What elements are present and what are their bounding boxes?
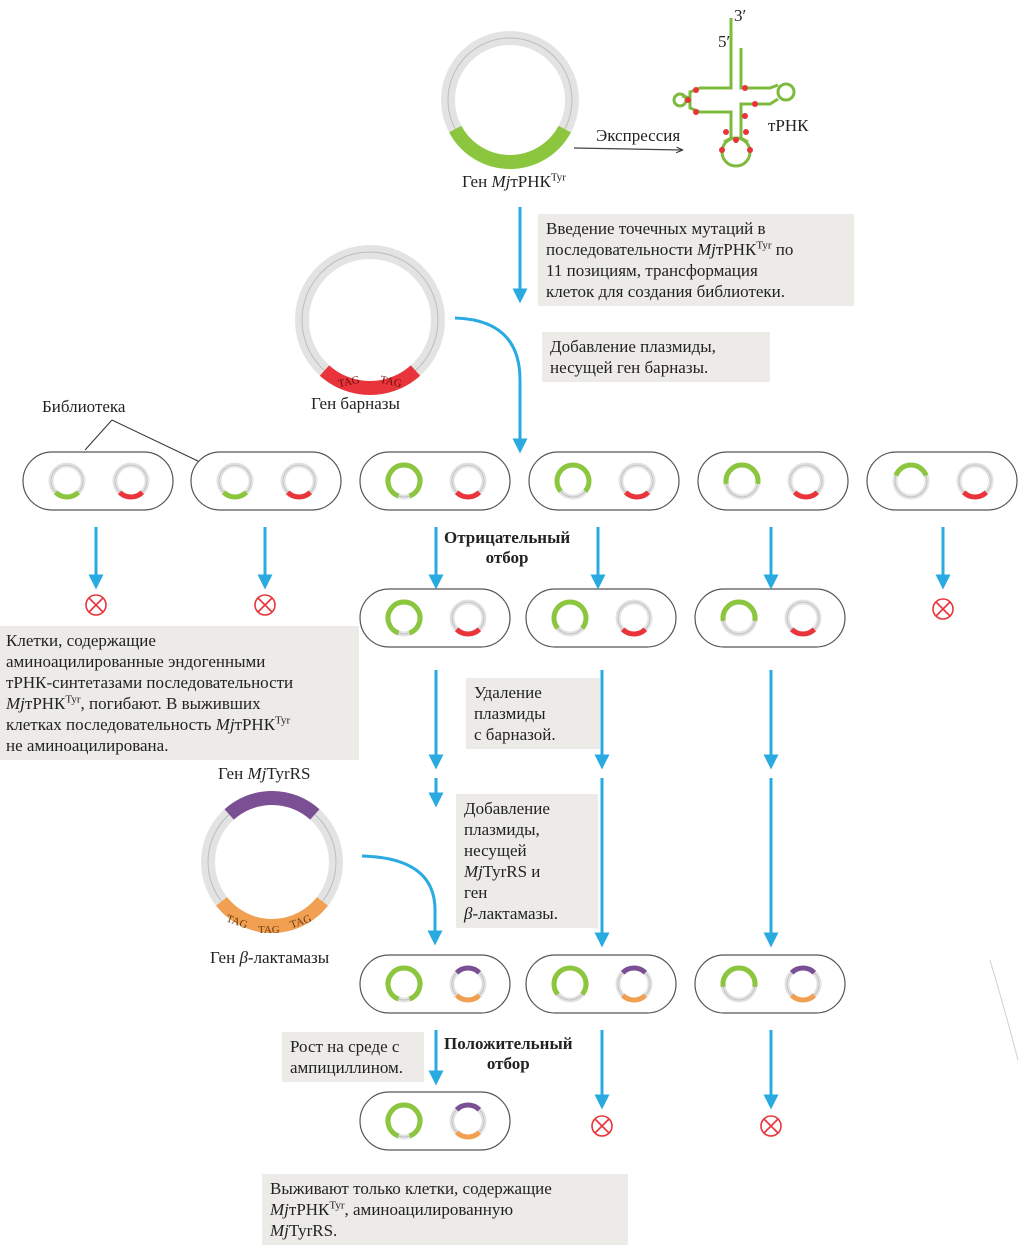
tyrrs-merge-arrow: [361, 854, 443, 946]
lactamase-gene-label: Ген β-лактамазы: [210, 948, 330, 967]
library-cell-3-plasmid-right: [449, 462, 487, 500]
library-cell-6-plasmid-left: [892, 462, 930, 500]
survivor-cell-1-plasmid-right: [449, 599, 487, 637]
tyrrs-cell-2: [525, 954, 677, 1014]
trna-label: тРНК: [768, 116, 809, 135]
library-cell-6: [866, 451, 1018, 511]
survivor-cell-3: [694, 588, 846, 648]
tyrrs-plasmid: [201, 791, 343, 933]
tyrrs-cell-3-plasmid-left: [720, 965, 758, 1003]
tyrrs-cell-3-plasmid-right: [784, 965, 822, 1003]
tyrrs-cell-2-plasmid-right: [615, 965, 653, 1003]
dead-cell-mark-2: [254, 594, 276, 616]
library-cell-6-plasmid-right: [956, 462, 994, 500]
survivor-cell-2-plasmid-right: [615, 599, 653, 637]
barnase-gene-label: Ген барназы: [311, 394, 400, 413]
tyrrs-gene-label: Ген MjTyrRS: [218, 764, 311, 783]
survive-box: Выживают только клетки, содержащие MjтРН…: [262, 1174, 628, 1245]
library-bracket: [84, 419, 201, 463]
library-cell-2-plasmid-left: [216, 462, 254, 500]
final-survivor-cell-plasmid-left: [385, 1102, 423, 1140]
survivor-cell-1: [359, 588, 511, 648]
top-plasmid-label: Ген MjтРНКTyr: [462, 171, 566, 191]
expression-label: Экспрессия: [596, 126, 681, 145]
cells-layer: [22, 451, 1018, 1151]
trna-cloverleaf: [672, 18, 796, 168]
add-tyrrs-box: Добавление плазмиды, несущей MjTyrRS и г…: [456, 794, 598, 928]
tyrrs-cell-2-plasmid-left: [551, 965, 589, 1003]
trna-mutation-sites: [685, 85, 758, 153]
tyrrs-cell-3: [694, 954, 846, 1014]
negative-selection-label: Отрицательный отбор: [444, 528, 571, 567]
trna-3-prime-label: 3′: [734, 6, 747, 25]
dead-cell-mark-1: [85, 594, 107, 616]
remove-plasmid-box: Удаление плазмиды с барназой.: [466, 678, 600, 749]
top-plasmid: [441, 31, 579, 169]
library-cell-5-plasmid-left: [723, 462, 761, 500]
trna-5-prime-label: 5′: [718, 32, 731, 51]
survivor-cell-2-plasmid-left: [551, 599, 589, 637]
survivor-cell-3-plasmid-left: [720, 599, 758, 637]
ampicillin-box: Рост на среде с ампициллином.: [282, 1032, 424, 1082]
library-cell-3-plasmid-left: [385, 462, 423, 500]
library-cell-3: [359, 451, 511, 511]
barnase-merge-arrow: [454, 316, 528, 454]
dead-cell-mark-5: [760, 1115, 782, 1137]
survivor-cell-2: [525, 588, 677, 648]
library-cell-5-plasmid-right: [787, 462, 825, 500]
library-cell-4: [528, 451, 680, 511]
survivor-cell-1-plasmid-left: [385, 599, 423, 637]
library-cell-1-plasmid-left: [48, 462, 86, 500]
tyrrs-tag-2: TAG: [258, 924, 280, 936]
arrows-layer: [85, 527, 954, 1137]
barnase-plasmid: [295, 245, 445, 395]
tyrrs-cell-1-plasmid-right: [449, 965, 487, 1003]
library-cell-5: [697, 451, 849, 511]
library-cell-1: [22, 451, 174, 511]
final-survivor-cell-plasmid-right: [449, 1102, 487, 1140]
library-label: Библиотека: [42, 397, 126, 416]
library-cell-2: [190, 451, 342, 511]
dead-cell-mark-4: [591, 1115, 613, 1137]
tyrrs-cell-1-plasmid-left: [385, 965, 423, 1003]
library-cell-2-plasmid-right: [280, 462, 318, 500]
survivor-cell-3-plasmid-right: [784, 599, 822, 637]
library-cell-4-plasmid-left: [554, 462, 592, 500]
library-cell-4-plasmid-right: [618, 462, 656, 500]
dead-cell-mark-3: [932, 598, 954, 620]
mutation-description-box: Введение точечных мутаций в последовател…: [538, 214, 854, 306]
final-survivor-cell: [359, 1091, 511, 1151]
dead-cells-box: Клетки, содержащие аминоацилированные эн…: [0, 626, 359, 760]
scan-artifact-line: [989, 959, 1019, 1061]
expression-arrow: [573, 148, 682, 150]
barnase-tag-2: TAG: [378, 373, 403, 391]
tyrrs-cell-1: [359, 954, 511, 1014]
barnase-add-box: Добавление плазмиды, несущей ген барназы…: [542, 332, 770, 382]
library-cell-1-plasmid-right: [112, 462, 150, 500]
positive-selection-label: Положительный отбор: [444, 1034, 573, 1073]
